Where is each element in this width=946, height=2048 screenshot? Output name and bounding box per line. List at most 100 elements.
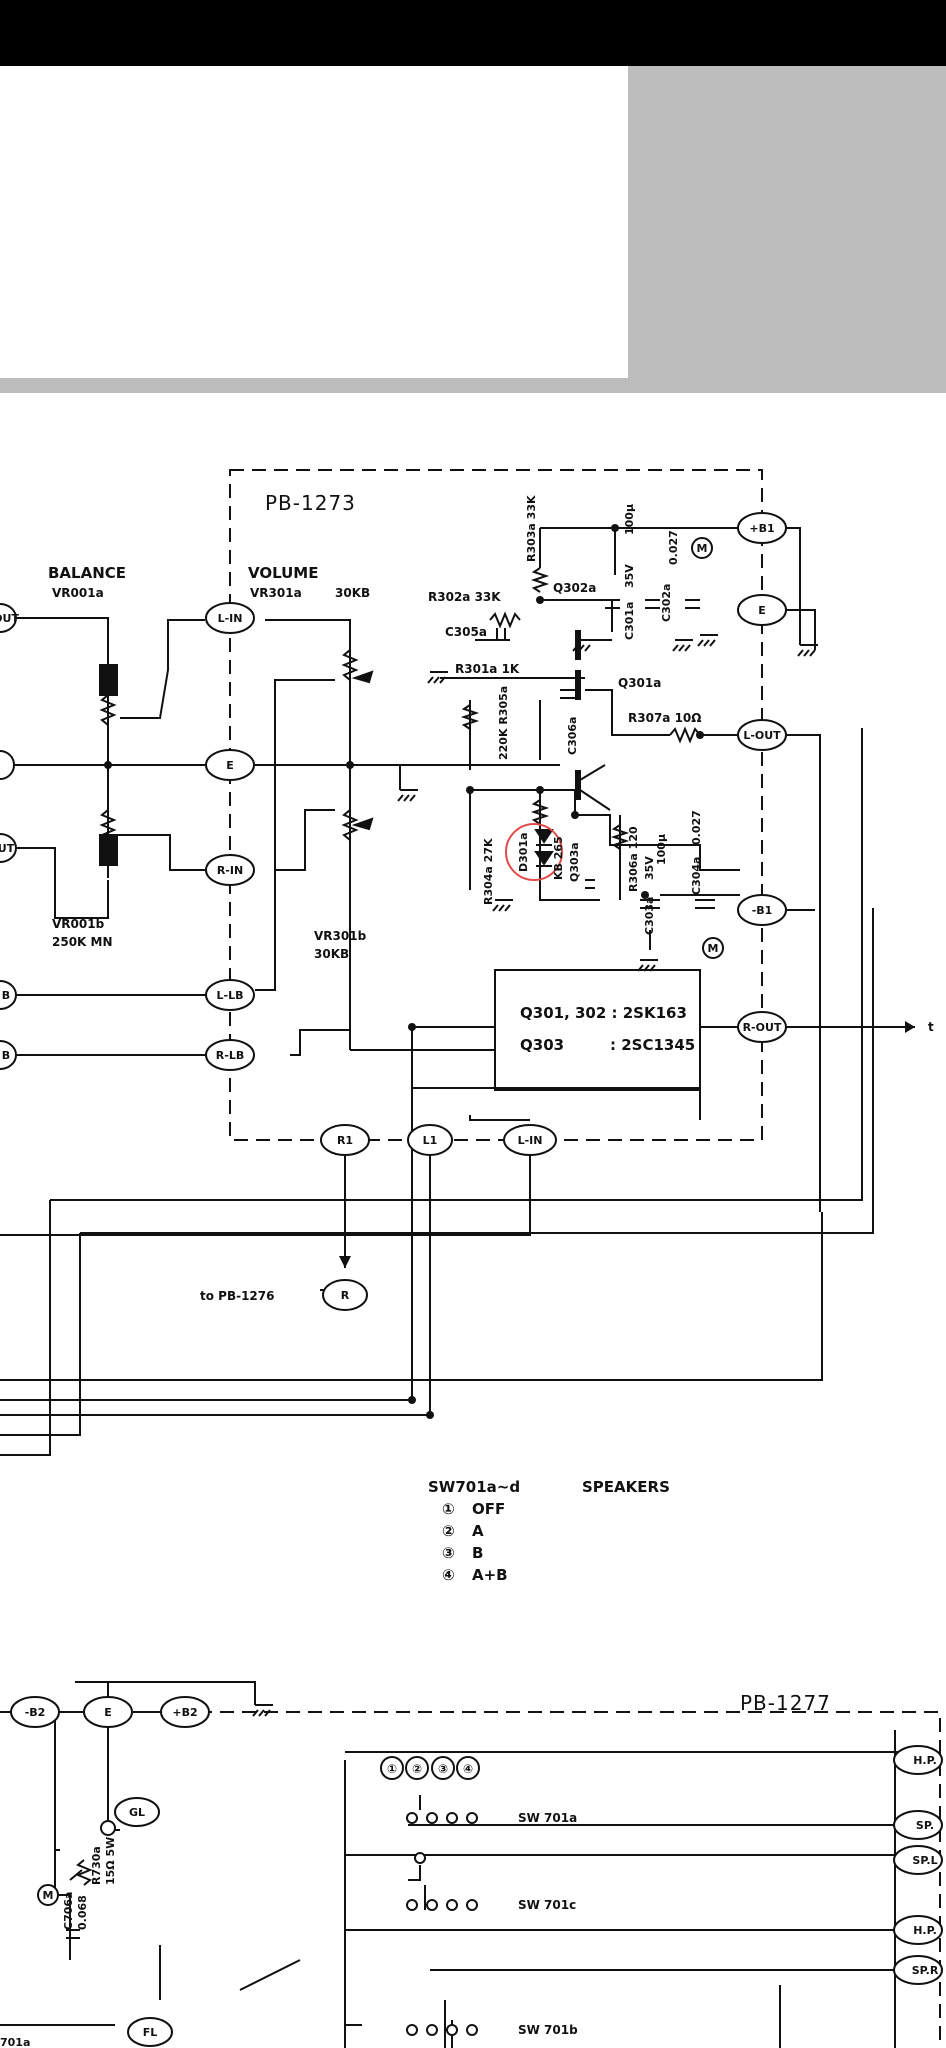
label-q301a: Q301a <box>618 676 661 690</box>
to-pb1276-label: to PB-1276 <box>200 1289 274 1303</box>
label-r301a: R301a 1K <box>455 662 520 676</box>
legend-name: SPEAKERS <box>582 1478 670 1496</box>
volume-part-b: VR301b <box>314 929 367 943</box>
label-701a: 701a <box>0 2036 30 2048</box>
balance-part-b: VR001b <box>52 917 105 931</box>
output-arrow <box>905 1021 915 1033</box>
legend-num-2: ② <box>442 1522 455 1540</box>
legend-label-4: A+B <box>472 1566 508 1584</box>
term-out-top-cut: OUT <box>0 612 19 625</box>
term-m2: M <box>708 942 719 955</box>
label-d301a: D301a <box>517 832 530 872</box>
label-r730a: R730a <box>90 1846 103 1885</box>
term-b2p: +B2 <box>172 1706 197 1719</box>
term-lb-cut2: B <box>2 1049 10 1062</box>
label-r730a-val: 15Ω 5W <box>104 1837 117 1885</box>
r-arrow <box>339 1256 351 1268</box>
label-r305a: 220K R305a <box>497 686 510 760</box>
annotation-circle <box>505 823 563 881</box>
switch-label-b: SW 701b <box>518 2023 578 2037</box>
balance-part-b-value: 250K MN <box>52 935 113 949</box>
label-c302a-val: 0.027 <box>667 530 680 565</box>
term-spr: SP.R <box>912 1964 939 1977</box>
volume-title: VOLUME <box>248 564 318 582</box>
term-llb: L-LB <box>217 989 244 1002</box>
legend-title: SW701a~d <box>428 1478 520 1496</box>
term-spl: SP.L <box>912 1854 937 1867</box>
label-c302a: C302a <box>660 584 673 622</box>
term-e-mid: E <box>226 759 234 772</box>
term-fl: FL <box>143 2026 158 2039</box>
components-symbols <box>66 567 715 1939</box>
label-c306a: C306a <box>566 717 579 755</box>
label-c706a: C706a <box>62 1892 75 1930</box>
label-c301a: C301a <box>623 602 636 640</box>
label-r302a: R302a 33K <box>428 590 501 604</box>
label-c303a: C303a <box>643 897 656 935</box>
term-lout: L-OUT <box>743 729 781 742</box>
term-rlb: R-LB <box>216 1049 244 1062</box>
switch-header-3: ③ <box>438 1762 448 1776</box>
gray-strip <box>0 378 628 393</box>
tbox-line2-part: : 2SC1345 <box>610 1036 695 1054</box>
label-c303a-val: 100μ <box>655 834 668 865</box>
label-d301a-type: KB 265 <box>552 836 565 880</box>
legend-label-3: B <box>472 1544 483 1562</box>
term-e-top: E <box>758 604 766 617</box>
pb1277-border <box>0 1711 941 2048</box>
wires <box>0 469 941 2048</box>
volume-part-a: VR301a <box>250 586 302 600</box>
term-r-ref: R <box>341 1289 350 1302</box>
switch-header-4: ④ <box>463 1762 473 1776</box>
tbox-line1: Q301, 302 : 2SK163 <box>520 1004 687 1022</box>
volume-part-a-value: 30KB <box>335 586 370 600</box>
term-m3: M <box>43 1889 54 1902</box>
term-rin-vol: R-IN <box>217 864 243 877</box>
label-r306a: R306a 120 <box>627 826 640 892</box>
legend-num-3: ③ <box>442 1544 455 1562</box>
term-m1: M <box>697 542 708 555</box>
junction-dots <box>104 524 704 1716</box>
term-e-bot: E <box>104 1706 112 1719</box>
label-c304a-val: 0.027 <box>690 810 703 845</box>
switch-header-2: ② <box>412 1762 422 1776</box>
pb1273-border <box>229 469 763 1141</box>
label-r303a: R303a 33K <box>525 495 538 562</box>
term-rout: R-OUT <box>743 1021 782 1034</box>
label-q303a: Q303a <box>568 842 581 882</box>
term-l1: L1 <box>423 1134 438 1147</box>
label-q302a: Q302a <box>553 581 596 595</box>
tbox-line2-ref: Q303 <box>520 1036 564 1054</box>
term-out-mid-cut: UT <box>0 842 15 855</box>
board-title-pb1277: PB-1277 <box>740 1691 831 1715</box>
term-r1: R1 <box>337 1134 353 1147</box>
legend-label-1: OFF <box>472 1500 505 1518</box>
switch-contacts <box>380 1756 480 2036</box>
label-c304a: C304a <box>690 857 703 895</box>
label-c305a: C305a <box>445 625 487 639</box>
switch-label-a: SW 701a <box>518 1811 577 1825</box>
term-b1p: +B1 <box>749 522 774 535</box>
gray-block <box>628 66 946 393</box>
term-hp2: H.P. <box>913 1924 937 1937</box>
potentiometers <box>99 649 374 866</box>
legend-num-4: ④ <box>442 1566 455 1584</box>
term-lin-vol: L-IN <box>218 612 243 625</box>
label-c301a-val: 100μ <box>623 504 636 535</box>
term-b1n: -B1 <box>752 904 773 917</box>
label-c301a-v: 35V <box>623 564 636 588</box>
label-c303a-v: 35V <box>643 856 656 880</box>
board-title-pb1273: PB-1273 <box>265 491 356 515</box>
volume-part-b-value: 30KB <box>314 947 349 961</box>
top-dark-bar <box>0 0 946 66</box>
term-lb-cut1: B <box>2 989 10 1002</box>
switch-label-c: SW 701c <box>518 1898 576 1912</box>
terminal-ovals <box>0 512 943 2047</box>
legend-num-1: ① <box>442 1500 455 1518</box>
ground-symbols <box>252 634 818 1717</box>
diode-d301a <box>534 829 554 867</box>
term-gl: GL <box>129 1806 145 1819</box>
right-arrow-label: t <box>928 1020 934 1034</box>
term-spl-cut: SP. <box>916 1819 934 1832</box>
